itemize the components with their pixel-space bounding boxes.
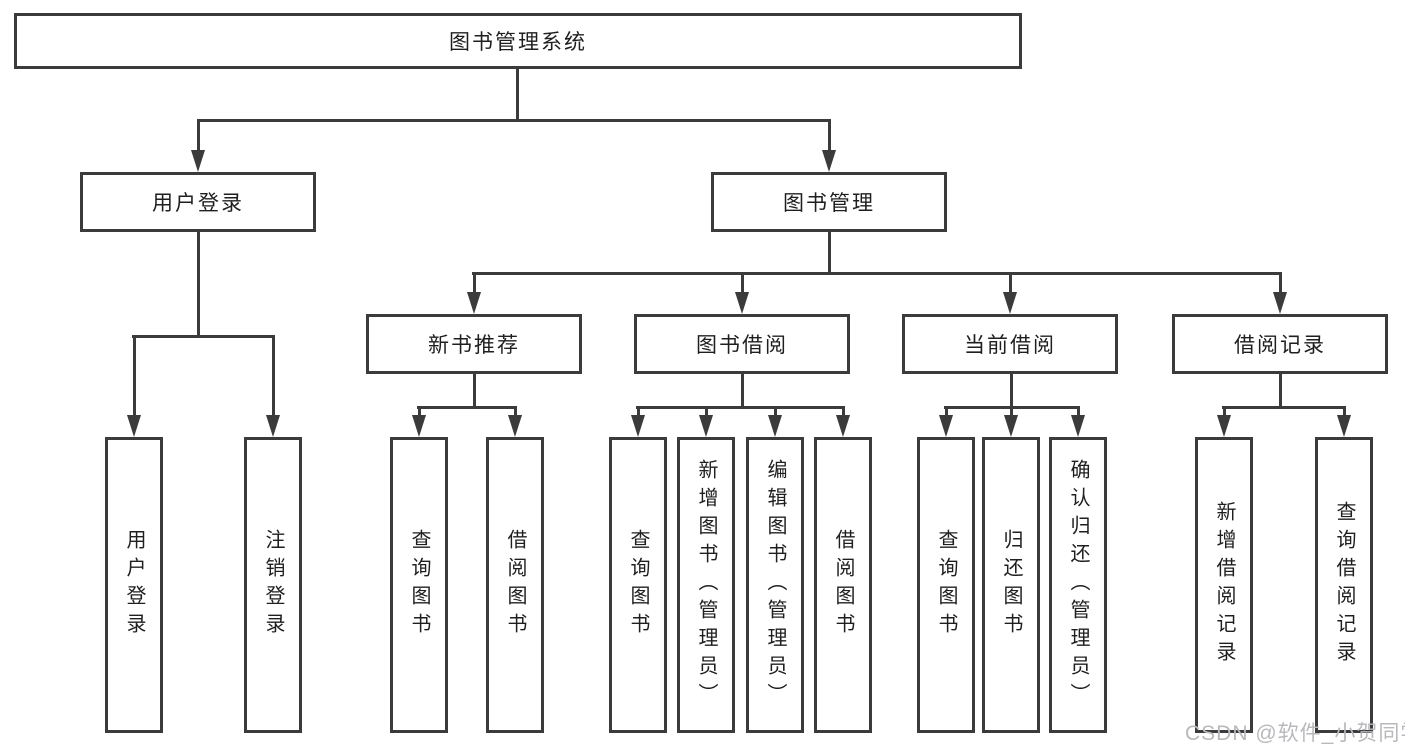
leaf-query-books-recommend: 查询图书: [390, 437, 448, 733]
node-label: 用户登录: [123, 529, 145, 641]
connector-line: [473, 272, 476, 292]
node-label: 确认归还（管理员）: [1067, 459, 1089, 711]
connector-line: [516, 68, 519, 122]
connector-line: [272, 335, 275, 415]
connector-line: [197, 232, 200, 338]
connector-line: [741, 374, 744, 409]
connector-line: [197, 119, 831, 122]
arrow-down-icon: [1273, 292, 1287, 314]
connector-line: [1222, 406, 1346, 409]
connector-line: [1223, 406, 1226, 416]
arrow-down-icon: [1337, 415, 1351, 437]
arrow-down-icon: [467, 292, 481, 314]
leaf-add-books-admin: 新增图书（管理员）: [677, 437, 735, 733]
connector-line: [828, 232, 831, 275]
node-book-borrow: 图书借阅: [634, 314, 850, 374]
node-label: 归还图书: [1000, 529, 1022, 641]
connector-line: [1010, 406, 1013, 416]
node-label: 图书借阅: [696, 334, 788, 357]
node-label: 新增借阅记录: [1213, 501, 1235, 669]
connector-line: [418, 406, 421, 416]
arrow-down-icon: [768, 415, 782, 437]
node-label: 图书管理系统: [449, 31, 587, 54]
node-label: 借阅图书: [504, 529, 526, 641]
leaf-query-borrow-record: 查询借阅记录: [1315, 437, 1373, 733]
arrow-down-icon: [836, 415, 850, 437]
node-label: 查询图书: [627, 529, 649, 641]
node-new-book-recommend: 新书推荐: [366, 314, 582, 374]
connector-line: [774, 406, 777, 416]
node-label: 新书推荐: [428, 334, 520, 357]
arrow-down-icon: [631, 415, 645, 437]
arrow-down-icon: [822, 150, 836, 172]
watermark: CSDN @软件_小贺同学: [1185, 722, 1405, 745]
arrow-down-icon: [1071, 415, 1085, 437]
connector-line: [472, 272, 1282, 275]
leaf-query-books-current: 查询图书: [917, 437, 975, 733]
node-label: 图书管理: [783, 192, 875, 215]
connector-line: [637, 406, 640, 416]
connector-line: [1009, 272, 1012, 292]
connector-line: [1279, 272, 1282, 292]
leaf-confirm-return-admin: 确认归还（管理员）: [1049, 437, 1107, 733]
connector-line: [636, 406, 845, 409]
leaf-return-books: 归还图书: [982, 437, 1040, 733]
leaf-borrow-books-recommend: 借阅图书: [486, 437, 544, 733]
arrow-down-icon: [508, 415, 522, 437]
connector-line: [1343, 406, 1346, 416]
node-borrow-records: 借阅记录: [1172, 314, 1388, 374]
arrow-down-icon: [266, 415, 280, 437]
arrow-down-icon: [939, 415, 953, 437]
connector-line: [741, 272, 744, 292]
node-label: 查询图书: [408, 529, 430, 641]
node-label: 新增图书（管理员）: [695, 459, 717, 711]
node-label: 借阅图书: [832, 529, 854, 641]
leaf-logout: 注销登录: [244, 437, 302, 733]
node-label: 查询图书: [935, 529, 957, 641]
node-user-login: 用户登录: [80, 172, 316, 232]
arrow-down-icon: [1217, 415, 1231, 437]
connector-line: [1077, 406, 1080, 416]
leaf-add-borrow-record: 新增借阅记录: [1195, 437, 1253, 733]
node-label: 编辑图书（管理员）: [764, 459, 786, 711]
leaf-borrow-books: 借阅图书: [814, 437, 872, 733]
node-label: 当前借阅: [964, 334, 1056, 357]
node-root: 图书管理系统: [14, 13, 1022, 69]
node-label: 借阅记录: [1234, 334, 1326, 357]
connector-line: [197, 119, 200, 150]
arrow-down-icon: [1004, 415, 1018, 437]
connector-line: [133, 335, 136, 415]
connector-line: [945, 406, 948, 416]
leaf-query-books-borrow: 查询图书: [609, 437, 667, 733]
connector-line: [828, 119, 831, 150]
connector-line: [514, 406, 517, 416]
connector-line: [705, 406, 708, 416]
leaf-edit-books-admin: 编辑图书（管理员）: [746, 437, 804, 733]
arrow-down-icon: [735, 292, 749, 314]
leaf-user-login: 用户登录: [105, 437, 163, 733]
connector-line: [1279, 374, 1282, 409]
node-current-borrow: 当前借阅: [902, 314, 1118, 374]
node-label: 注销登录: [262, 529, 284, 641]
node-label: 用户登录: [152, 192, 244, 215]
arrow-down-icon: [1003, 292, 1017, 314]
arrow-down-icon: [699, 415, 713, 437]
connector-line: [1010, 374, 1013, 409]
connector-line: [473, 374, 476, 409]
arrow-down-icon: [127, 415, 141, 437]
arrow-down-icon: [412, 415, 426, 437]
node-label: 查询借阅记录: [1333, 501, 1355, 669]
arrow-down-icon: [191, 150, 205, 172]
connector-line: [417, 406, 517, 409]
node-book-management: 图书管理: [711, 172, 947, 232]
connector-line: [842, 406, 845, 416]
connector-line: [132, 335, 275, 338]
